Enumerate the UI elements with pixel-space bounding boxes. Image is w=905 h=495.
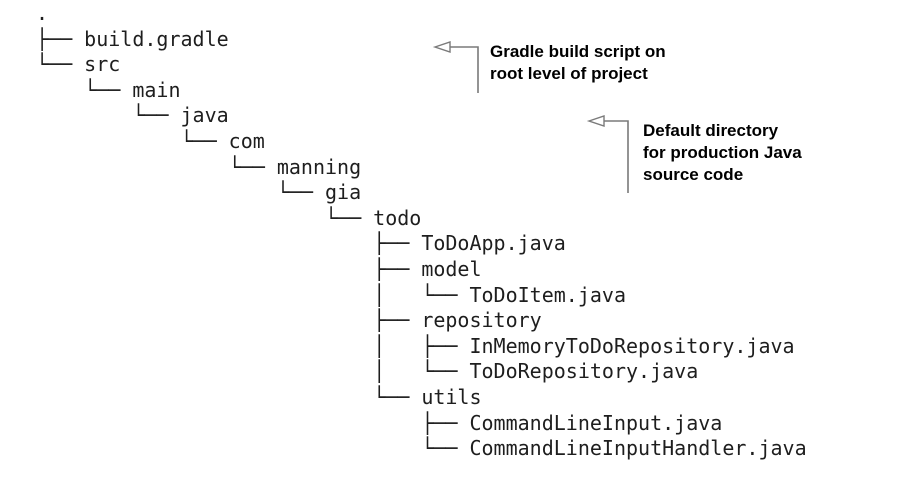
tree-line-build-gradle: ├── build.gradle <box>36 26 229 51</box>
callout-arrow-gradle-icon <box>432 41 479 93</box>
tree-line-todorepository-java: │ └── ToDoRepository.java <box>36 359 699 384</box>
tree-line-root: . <box>36 1 49 25</box>
callout-text-line: Gradle build script on <box>490 42 666 61</box>
tree-line-utils: └── utils <box>36 384 482 409</box>
callout-arrow-java-dir-icon <box>586 115 629 193</box>
callout-gradle-build-script: Gradle build script on root level of pro… <box>490 41 666 85</box>
tree-line-todo: └── todo <box>36 205 422 230</box>
callout-text-line: source code <box>643 165 744 184</box>
tree-line-com: └── com <box>36 128 265 153</box>
callout-default-java-dir: Default directory for production Java so… <box>643 120 802 186</box>
callout-text-line: root level of project <box>490 64 648 83</box>
tree-line-commandlineinputhandler-java: └── CommandLineInputHandler.java <box>36 436 807 461</box>
tree-line-java: └── java <box>36 103 229 128</box>
tree-line-repository: ├── repository <box>36 308 542 333</box>
callout-text-line: for production Java <box>643 143 802 162</box>
tree-line-gia: └── gia <box>36 180 362 205</box>
tree-line-manning: └── manning <box>36 154 362 179</box>
tree-line-inmemorytodorepository-java: │ ├── InMemoryToDoRepository.java <box>36 333 795 358</box>
tree-line-todoapp-java: ├── ToDoApp.java <box>36 231 566 256</box>
callout-text-line: Default directory <box>643 121 779 140</box>
tree-line-main: └── main <box>36 77 181 102</box>
tree-line-model: ├── model <box>36 256 482 281</box>
tree-line-src: └── src <box>36 52 121 77</box>
tree-line-todoitem-java: │ └── ToDoItem.java <box>36 282 627 307</box>
tree-line-commandlineinput-java: ├── CommandLineInput.java <box>36 410 723 435</box>
directory-tree: .├── build.gradle└── src └── main └── ja… <box>36 1 807 462</box>
